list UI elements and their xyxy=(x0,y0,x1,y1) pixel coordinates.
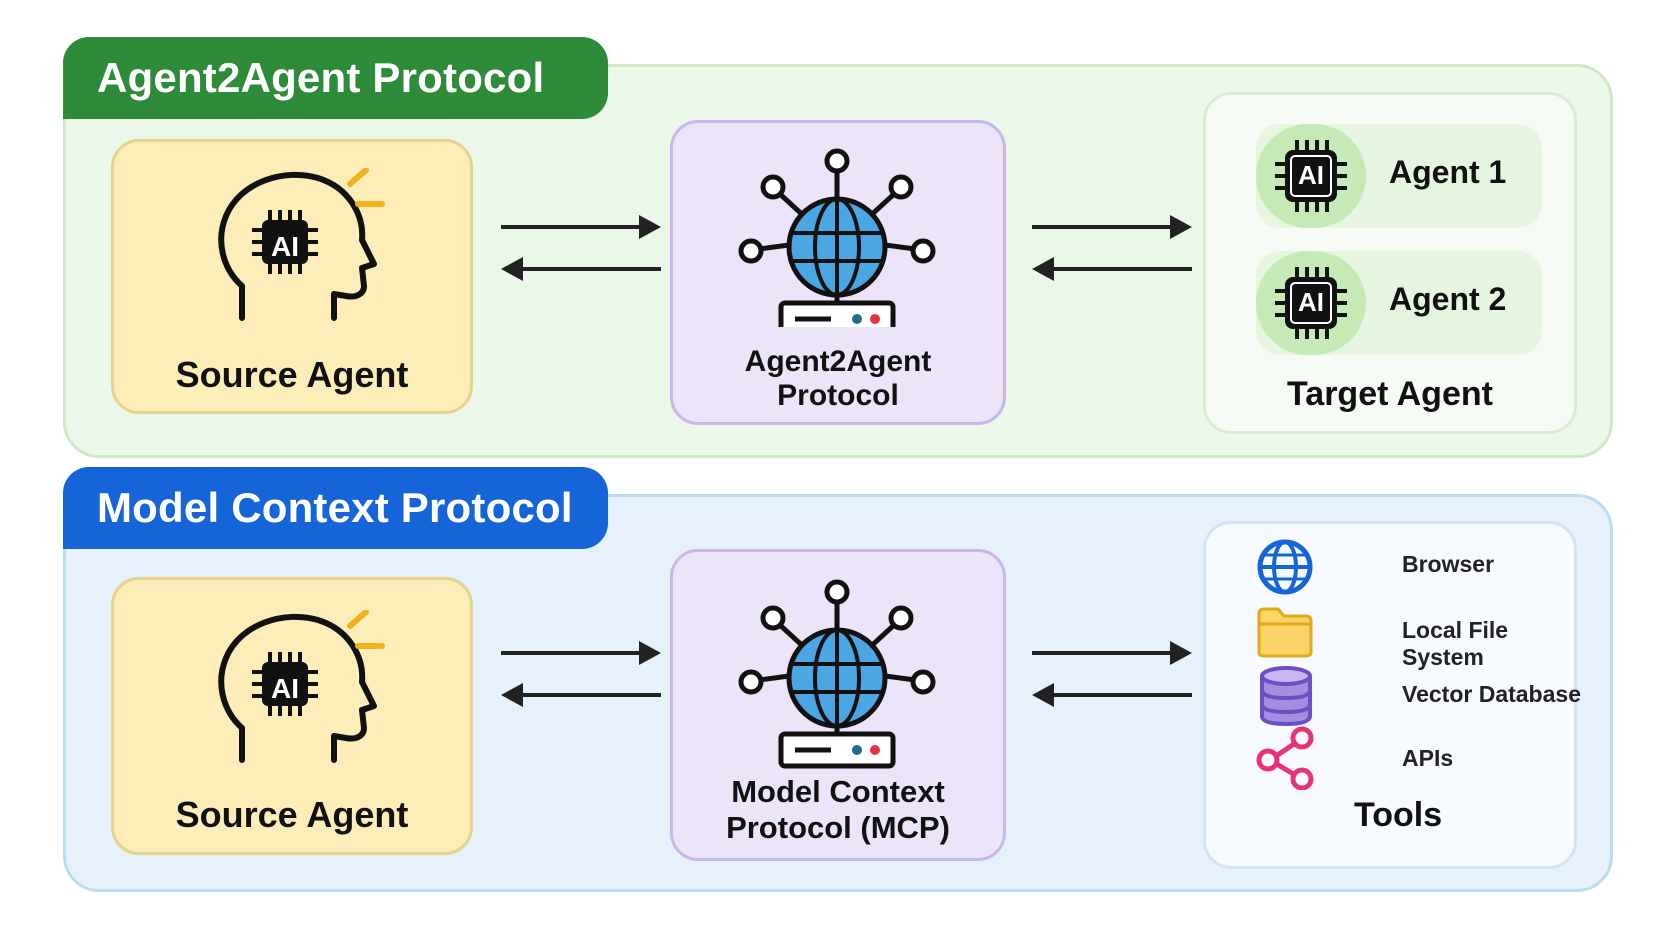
tool-item-browser: Browser xyxy=(1256,536,1586,598)
tool-label-apis: APIs xyxy=(1402,745,1454,771)
mcp-source-agent-card: AI Source Agent xyxy=(111,577,473,855)
a2a-protocol-label-line2: Protocol xyxy=(777,379,899,412)
share-icon xyxy=(1256,726,1314,790)
tools-title: Tools xyxy=(1354,796,1443,834)
mcp-bidirectional-arrows-right xyxy=(1032,641,1192,707)
a2a-bidirectional-arrows-left xyxy=(501,215,661,281)
target-agent-card: AI Agent 1 AI Agent 2 Targ xyxy=(1203,92,1577,434)
ai-head-icon xyxy=(218,168,385,321)
ai-chip-icon xyxy=(1275,267,1347,339)
mcp-protocol-label-line2: Protocol (MCP) xyxy=(726,810,950,845)
target-agent-title: Target Agent xyxy=(1287,375,1493,413)
tool-label-browser: Browser xyxy=(1402,551,1495,577)
a2a-section: Agent2Agent Protocol AI Source Agent xyxy=(63,37,1613,458)
network-globe-icon xyxy=(738,579,936,769)
a2a-section-title: Agent2Agent Protocol xyxy=(63,37,608,119)
mcp-protocol-label-line1: Model Context xyxy=(731,774,945,809)
a2a-source-agent-card: AI Source Agent xyxy=(111,139,473,414)
mcp-section-title: Model Context Protocol xyxy=(63,467,608,549)
ai-chip-icon xyxy=(1275,140,1347,212)
database-icon xyxy=(1260,666,1312,726)
mcp-bidirectional-arrows-left xyxy=(501,641,661,707)
agent-1-chip-text: AI xyxy=(1298,160,1324,190)
tool-label-local-file-system: Local File System xyxy=(1402,617,1509,670)
a2a-protocol-label-line1: Agent2Agent xyxy=(744,345,932,378)
a2a-source-agent-label: Source Agent xyxy=(175,354,409,395)
agent-2-label: Agent 2 xyxy=(1389,281,1507,317)
agent-1-item: AI Agent 1 xyxy=(1256,124,1542,228)
tool-item-local-file-system: Local File System xyxy=(1256,602,1586,670)
agent-2-item: AI Agent 2 xyxy=(1256,251,1542,355)
agent-1-label: Agent 1 xyxy=(1389,154,1507,190)
network-globe-icon xyxy=(738,148,936,327)
tools-card: Browser Local File System Vector Databas… xyxy=(1203,521,1581,869)
mcp-source-chip-text: AI xyxy=(271,673,299,704)
tool-item-apis: APIs xyxy=(1256,726,1586,792)
tool-item-vector-database: Vector Database xyxy=(1256,666,1586,728)
a2a-bidirectional-arrows-right xyxy=(1032,215,1192,281)
ai-head-icon xyxy=(218,610,385,763)
a2a-source-chip-text: AI xyxy=(271,231,299,262)
globe-icon xyxy=(1257,539,1313,595)
mcp-section: Model Context Protocol AI Source Agent xyxy=(63,467,1613,892)
agent-2-chip-text: AI xyxy=(1298,287,1324,317)
mcp-protocol-card: Model Context Protocol (MCP) xyxy=(670,549,1006,861)
mcp-source-agent-label: Source Agent xyxy=(175,794,409,835)
a2a-protocol-card: Agent2Agent Protocol xyxy=(670,120,1006,425)
folder-icon xyxy=(1257,607,1313,658)
tool-label-vector-database: Vector Database xyxy=(1402,681,1581,707)
